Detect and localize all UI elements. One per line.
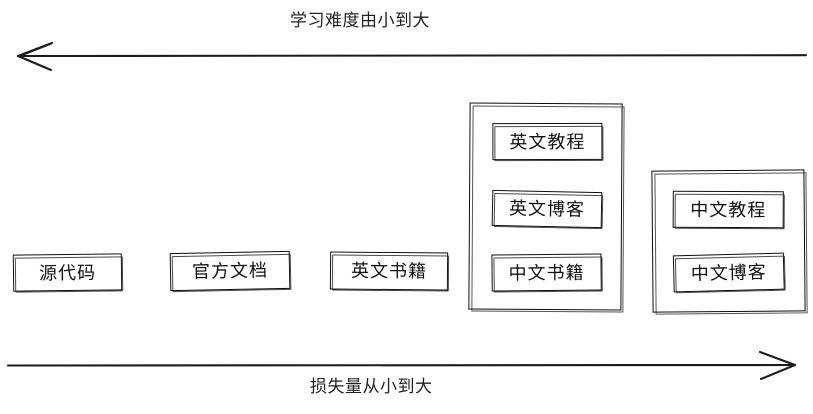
group-english-tier[interactable]: 英文教程 英文博客 中文书籍	[468, 102, 623, 311]
group-item-box-chinese-books[interactable]: 中文书籍	[491, 253, 602, 292]
item-box-english-books[interactable]: 英文书籍	[329, 251, 449, 291]
item-label: 英文教程	[509, 131, 586, 152]
top-axis-arrow	[16, 41, 808, 72]
item-box-source-code[interactable]: 源代码	[12, 253, 123, 292]
group-item-box-chinese-tutorial[interactable]: 中文教程	[672, 190, 784, 229]
group-item-box-english-tutorial[interactable]: 英文教程	[492, 122, 603, 161]
top-axis-label: 学习难度由小到大	[290, 11, 430, 30]
item-box-official-docs[interactable]: 官方文档	[169, 250, 291, 292]
item-label: 英文博客	[508, 198, 586, 220]
group-chinese-tier[interactable]: 中文教程 中文博客	[651, 169, 806, 313]
bottom-axis-arrow	[6, 350, 797, 381]
item-label: 源代码	[38, 262, 97, 283]
item-label: 中文书籍	[508, 262, 585, 283]
bottom-axis-label: 损失量从小到大	[310, 377, 433, 396]
item-label: 中文教程	[690, 199, 767, 220]
group-item-box-chinese-blog[interactable]: 中文博客	[672, 252, 785, 293]
group-item-box-english-blog[interactable]: 英文博客	[491, 189, 603, 229]
item-label: 官方文档	[191, 260, 269, 282]
item-label: 英文书籍	[350, 260, 428, 282]
item-label: 中文博客	[690, 261, 768, 284]
